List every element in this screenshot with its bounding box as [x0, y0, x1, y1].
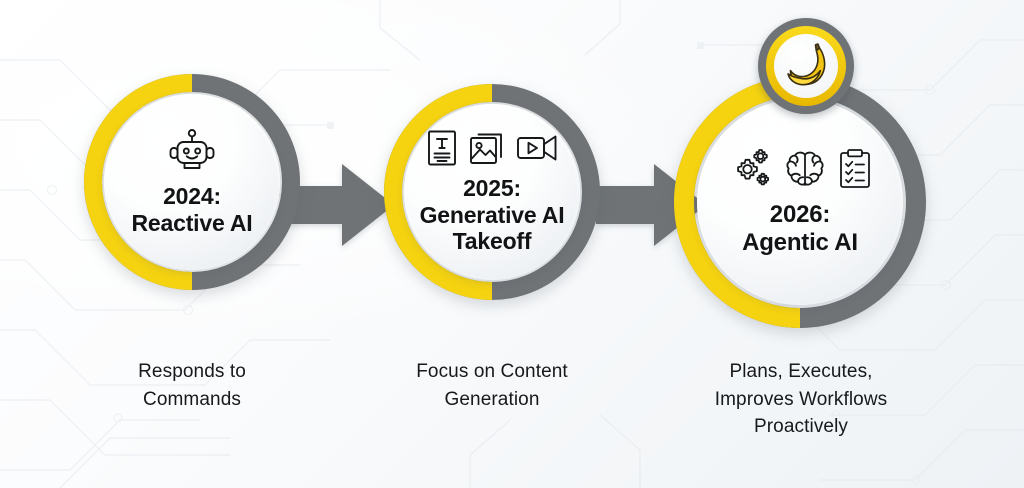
stage-node-2024[interactable]: 2024: Reactive AI [84, 74, 300, 290]
text-document-icon [428, 130, 456, 166]
connector-arrow-1 [284, 160, 396, 250]
right-arrow-icon [284, 164, 394, 246]
stage-caption-2026: Plans, Executes, Improves Workflows Proa… [665, 358, 937, 441]
stage-node-2025[interactable]: 2025: Generative AI Takeoff [384, 84, 600, 300]
stage-title-line2: Reactive AI [131, 209, 253, 236]
stage-disc-2026 [697, 99, 903, 305]
banana-badge[interactable] [758, 18, 854, 114]
stage-title-line3: Takeoff [452, 228, 532, 255]
robot-icon [169, 128, 215, 169]
stage-title-2025: 2025: Generative AI Takeoff [420, 175, 565, 255]
stage-disc-2025 [404, 104, 580, 280]
stage-disc-2024 [104, 94, 280, 270]
stage-title-line1: 2024: [163, 182, 221, 209]
caption-line2: Commands [143, 388, 241, 410]
stage-title-line1: 2026: [769, 200, 831, 228]
stage-title-line1: 2025: [463, 174, 521, 201]
caption-line3: Proactively [753, 416, 849, 438]
stage-icons-2024 [168, 128, 216, 174]
caption-line2: Generation [444, 388, 540, 410]
banana-icon [787, 43, 826, 86]
image-icon [470, 133, 502, 164]
stage-node-2026[interactable]: 2026: Agentic AI [674, 18, 926, 328]
video-camera-icon [517, 135, 557, 161]
gears-icon [737, 148, 769, 185]
caption-line1: Focus on Content [416, 361, 568, 382]
stage-title-2024: 2024: Reactive AI [132, 183, 253, 236]
badge-core [773, 33, 839, 99]
stage-caption-2024: Responds to Commands [62, 358, 322, 413]
clipboard-checklist-icon [840, 148, 870, 188]
stage-title-line2: Generative AI [419, 201, 565, 228]
stage-caption-2025: Focus on Content Generation [362, 358, 622, 413]
caption-line1: Plans, Executes, [729, 361, 873, 382]
caption-line2: Improves Workflows [714, 388, 888, 410]
stage-title-line2: Agentic AI [742, 228, 858, 256]
brain-icon [786, 151, 824, 186]
badge-inner-ring [765, 25, 847, 107]
progress-ring-2024 [84, 74, 300, 290]
stage-title-2026: 2026: Agentic AI [742, 201, 858, 257]
progress-ring-2025 [384, 84, 600, 300]
stage-icons-2026 [727, 148, 873, 190]
stage-icons-2025 [426, 129, 558, 167]
caption-line1: Responds to [138, 361, 246, 382]
